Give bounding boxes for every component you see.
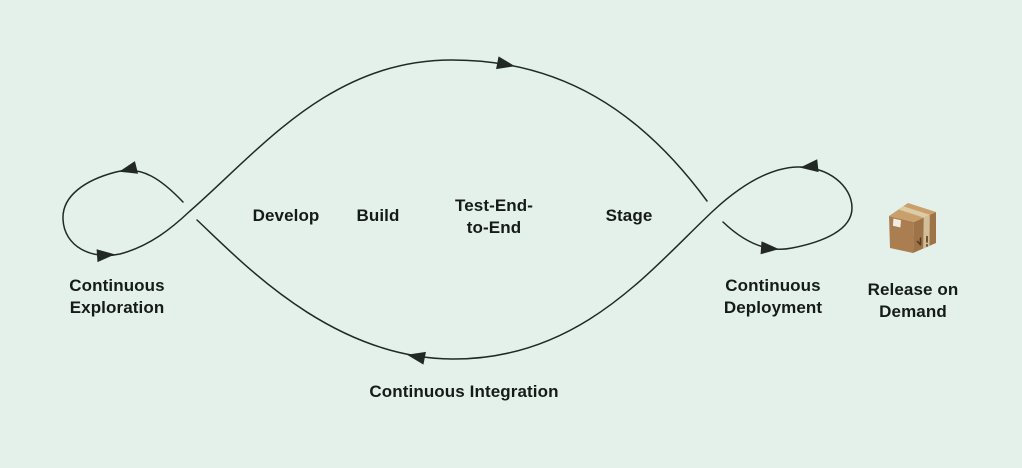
pipeline-step-develop-label: Develop <box>252 206 320 225</box>
exploration-loop-and-top-arc-curve <box>62 59 708 257</box>
release-on-demand-label: Release on Demand <box>867 280 959 321</box>
package-shipping-label <box>892 218 901 228</box>
package-tape-top <box>898 206 930 218</box>
deployment-loop-top-arrowhead-icon <box>800 159 819 173</box>
exploration-loop-top-arrowhead-icon <box>119 161 139 174</box>
top-arc-arrowhead-icon <box>496 56 515 70</box>
package-front-face <box>889 216 914 253</box>
deployment-loop-and-bottom-arc-curve <box>196 166 853 360</box>
pipeline-step-stage-label: Stage <box>605 206 653 225</box>
pipeline-step-build-label: Build <box>356 206 400 225</box>
package-fragile-marks <box>916 235 928 247</box>
pipeline-step-test-end-to-end-label: Test-End- to-End <box>454 196 534 237</box>
continuous-integration-label: Continuous Integration <box>369 382 559 401</box>
package-box-icon <box>889 203 936 253</box>
exploration-loop-bottom-arrowhead-icon <box>96 249 115 263</box>
package-tape-side <box>923 214 930 249</box>
bottom-arc-arrowhead-icon <box>407 351 426 365</box>
deployment-loop-bottom-arrowhead-icon <box>760 241 779 255</box>
continuous-deployment-label: Continuous Deployment <box>723 276 823 317</box>
continuous-exploration-label: Continuous Exploration <box>69 276 165 317</box>
